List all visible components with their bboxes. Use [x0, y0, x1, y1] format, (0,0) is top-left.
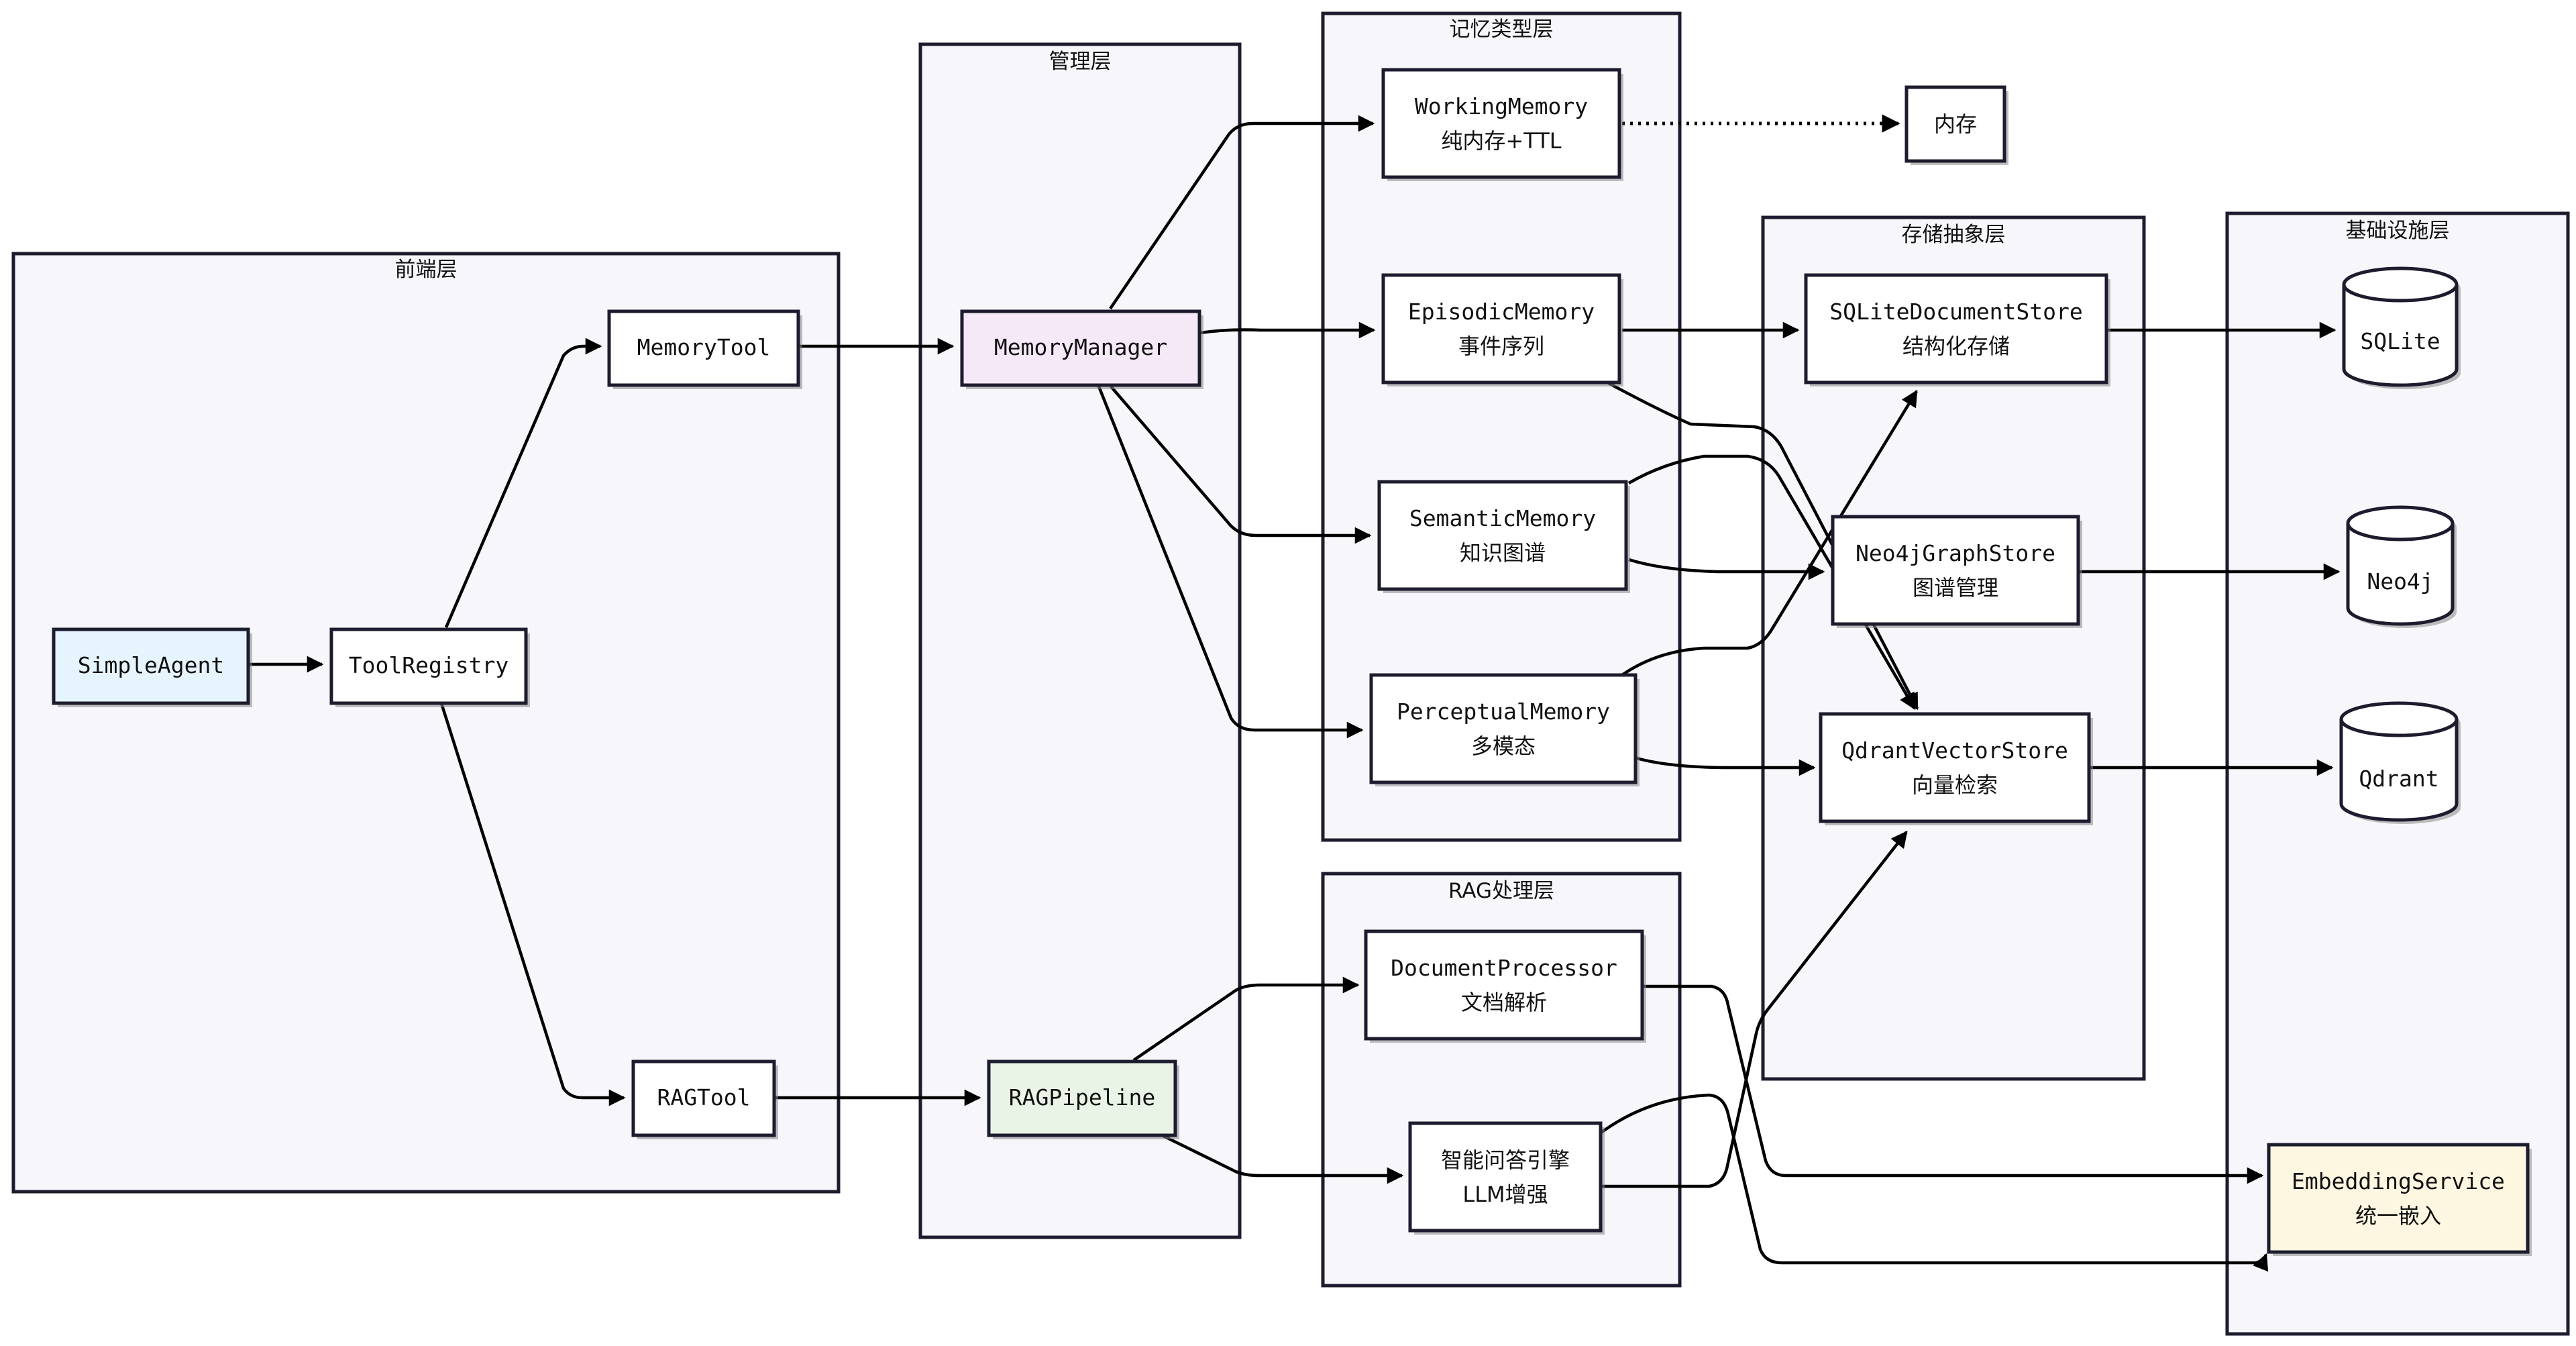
- node-semantic-memory[interactable]: SemanticMemory 知识图谱: [1377, 480, 1630, 593]
- node-qa-engine-label: 智能问答引擎: [1441, 1147, 1570, 1173]
- node-sqlite-store-box: [1804, 273, 2108, 384]
- sqlite-db-cylinder-rim: [2342, 284, 2459, 303]
- node-qa-engine[interactable]: 智能问答引擎 LLM增强: [1408, 1121, 1605, 1235]
- node-qdrant-db-label: Qdrant: [2359, 766, 2438, 792]
- group-title-management: 管理层: [1049, 50, 1112, 74]
- node-memory-manager[interactable]: MemoryManager: [960, 309, 1203, 389]
- node-qdrant-db[interactable]: Qdrant: [2339, 701, 2461, 824]
- node-perceptual-memory[interactable]: PerceptualMemory 多模态: [1369, 673, 1640, 786]
- edge-ragpipeline-qaengine: [1159, 1132, 1404, 1184]
- node-semantic-memory-sub: 知识图谱: [1460, 540, 1546, 566]
- node-episodic-memory-box: [1381, 273, 1621, 384]
- node-neo4j-store[interactable]: Neo4jGraphStore 图谱管理: [1831, 515, 2082, 628]
- edge-perceptualmemory-qdrantstore: [1636, 756, 1816, 776]
- node-qdrant-store-label: QdrantVectorStore: [1841, 737, 2068, 764]
- node-perceptual-memory-box: [1369, 673, 1638, 784]
- neo4j-db-cylinder-rim: [2346, 523, 2455, 541]
- node-embedding-service[interactable]: EmbeddingService 统一嵌入: [2267, 1143, 2532, 1256]
- node-qdrant-store-sub: 向量检索: [1912, 772, 1998, 798]
- node-neo4j-store-box: [1831, 515, 2080, 626]
- edge-ragpipeline-documentprocessor: [1132, 976, 1360, 1062]
- edge-memorymanager-workingmemory: [1109, 115, 1375, 310]
- node-neo4j-db[interactable]: Neo4j: [2346, 505, 2457, 628]
- node-working-memory-label: WorkingMemory: [1415, 93, 1588, 119]
- edge-memorymanager-perceptualmemory: [1097, 386, 1364, 739]
- node-working-memory-box: [1381, 68, 1621, 179]
- node-tool-registry-label: ToolRegistry: [349, 652, 508, 678]
- node-document-processor-label: DocumentProcessor: [1391, 955, 1617, 981]
- node-episodic-memory-sub: 事件序列: [1458, 333, 1544, 359]
- node-memory-store[interactable]: 内存: [1904, 85, 2008, 165]
- node-tool-registry-box: [329, 627, 528, 705]
- nodes-layer: SimpleAgent ToolRegistry MemoryTool RAGT…: [52, 68, 2532, 1256]
- node-memory-tool-label: MemoryTool: [637, 334, 771, 360]
- edge-perceptualmemory-sqlitestore: [1621, 389, 1918, 676]
- group-management: 管理层: [918, 42, 1242, 1239]
- node-embedding-service-sub: 统一嵌入: [2355, 1203, 2441, 1229]
- node-simple-agent-box: [52, 627, 250, 705]
- node-episodic-memory[interactable]: EpisodicMemory 事件序列: [1381, 273, 1623, 386]
- edge-toolregistry-memorytool: [444, 338, 602, 628]
- node-memory-tool[interactable]: MemoryTool: [607, 309, 802, 389]
- node-working-memory-sub: 纯内存+TTL: [1441, 128, 1561, 154]
- edge-memorymanager-semanticmemory: [1110, 385, 1372, 544]
- node-simple-agent[interactable]: SimpleAgent: [52, 627, 252, 707]
- node-episodic-memory-label: EpisodicMemory: [1408, 299, 1595, 325]
- node-perceptual-memory-sub: 多模态: [1471, 733, 1536, 759]
- edge-semanticmemory-neo4jstore: [1628, 558, 1825, 580]
- node-rag-pipeline-label: RAGPipeline: [1009, 1084, 1156, 1110]
- node-semantic-memory-label: SemanticMemory: [1409, 505, 1596, 531]
- node-sqlite-store-sub: 结构化存储: [1902, 333, 2010, 359]
- node-memory-tool-box: [607, 309, 800, 387]
- node-perceptual-memory-label: PerceptualMemory: [1397, 698, 1610, 725]
- node-memory-store-label: 内存: [1934, 111, 1977, 137]
- edge-toolregistry-ragtool: [439, 701, 626, 1106]
- node-sqlite-store-label: SQLiteDocumentStore: [1829, 299, 2083, 325]
- node-neo4j-store-label: Neo4jGraphStore: [1856, 540, 2055, 566]
- node-embedding-service-box: [2267, 1143, 2530, 1254]
- node-simple-agent-label: SimpleAgent: [78, 652, 225, 678]
- node-document-processor-box: [1364, 929, 1644, 1041]
- node-qa-engine-box: [1408, 1121, 1603, 1233]
- node-tool-registry[interactable]: ToolRegistry: [329, 627, 530, 707]
- node-rag-tool[interactable]: RAGTool: [631, 1059, 778, 1139]
- node-memory-manager-box: [960, 309, 1201, 387]
- edge-episodicmemory-qdrantstore: [1606, 381, 1919, 711]
- group-title-memory-types: 记忆类型层: [1450, 17, 1554, 42]
- group-title-infra: 基础设施层: [2346, 219, 2450, 243]
- node-document-processor[interactable]: DocumentProcessor 文档解析: [1364, 929, 1646, 1043]
- node-rag-tool-box: [631, 1059, 776, 1137]
- edge-semanticmemory-qdrantstore: [1627, 454, 1916, 711]
- edge-memorymanager-episodicmemory: [1200, 321, 1376, 339]
- qdrant-db-cylinder-rim: [2339, 719, 2459, 737]
- edge-qaengine-qdrantstore: [1599, 831, 1908, 1188]
- node-memory-manager-label: MemoryManager: [994, 334, 1167, 360]
- node-embedding-service-label: EmbeddingService: [2292, 1168, 2505, 1194]
- node-rag-pipeline[interactable]: RAGPipeline: [987, 1059, 1179, 1139]
- node-sqlite-db-label: SQLite: [2360, 328, 2440, 354]
- node-semantic-memory-box: [1377, 480, 1628, 591]
- group-title-storage: 存储抽象层: [1902, 223, 2006, 247]
- group-title-rag: RAG处理层: [1448, 879, 1554, 903]
- edge-qaengine-embeddingservice: [1598, 1093, 2269, 1272]
- group-frontend: 前端层: [11, 252, 841, 1194]
- node-document-processor-sub: 文档解析: [1461, 990, 1547, 1015]
- node-rag-tool-label: RAGTool: [657, 1084, 750, 1110]
- node-qdrant-store-box: [1819, 712, 2091, 823]
- node-qa-engine-sub: LLM增强: [1462, 1182, 1548, 1207]
- node-qdrant-store[interactable]: QdrantVectorStore 向量检索: [1819, 712, 2093, 825]
- edges-layer: [250, 114, 2341, 1272]
- node-working-memory[interactable]: WorkingMemory 纯内存+TTL: [1381, 68, 1623, 181]
- node-rag-pipeline-box: [987, 1059, 1177, 1137]
- node-sqlite-db[interactable]: SQLite: [2342, 266, 2461, 389]
- group-title-frontend: 前端层: [395, 258, 458, 282]
- node-neo4j-store-sub: 图谱管理: [1913, 575, 1998, 601]
- node-neo4j-db-label: Neo4j: [2367, 568, 2433, 594]
- node-sqlite-store[interactable]: SQLiteDocumentStore 结构化存储: [1804, 273, 2110, 386]
- node-memory-store-box: [1904, 85, 2006, 163]
